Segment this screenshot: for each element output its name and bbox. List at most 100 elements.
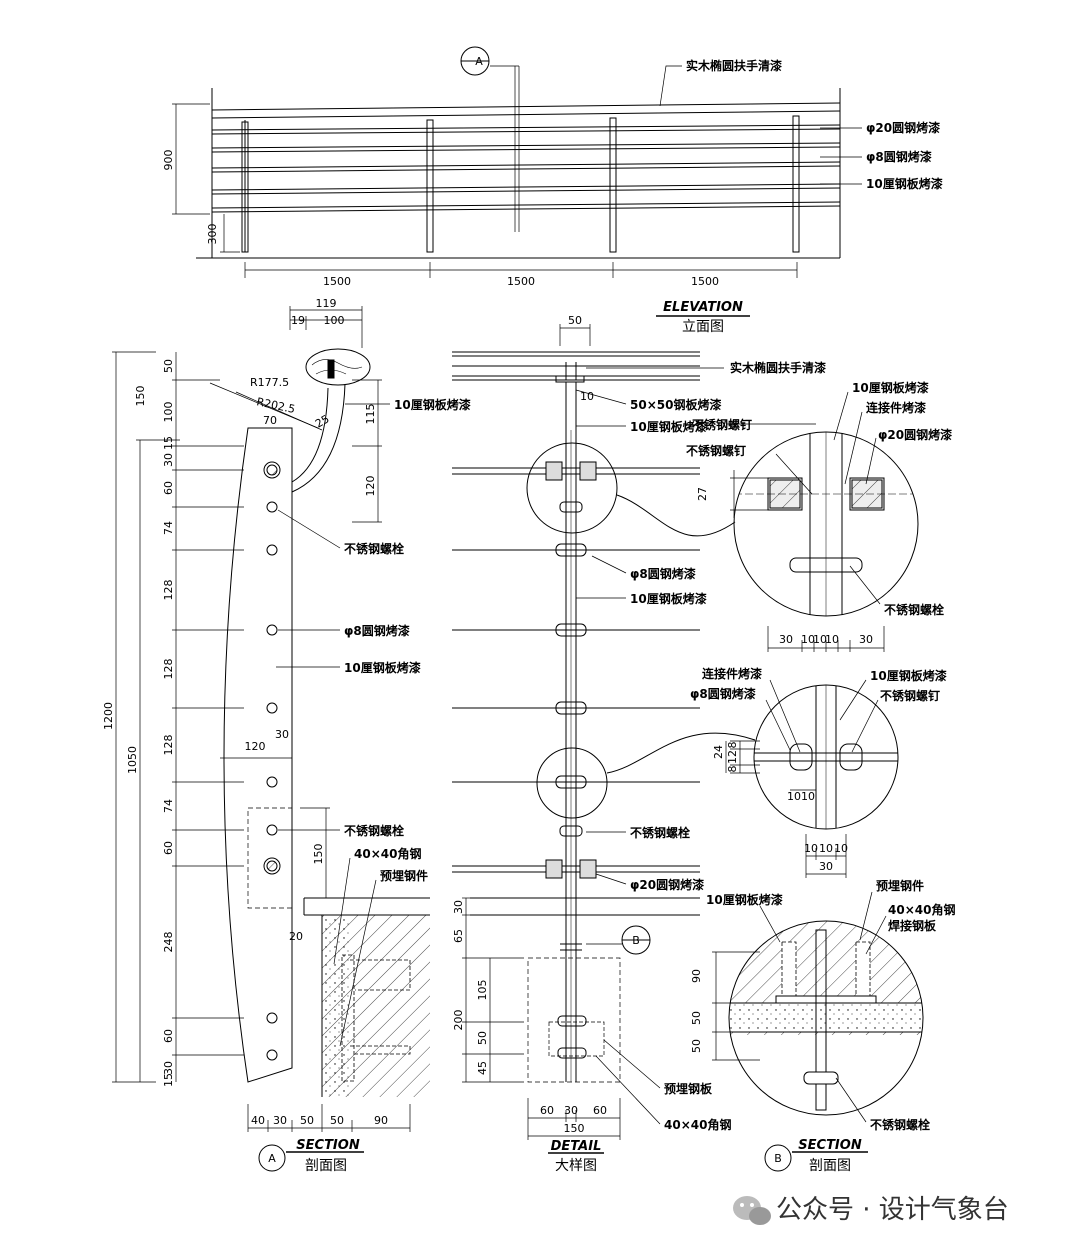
callout-2-view xyxy=(725,679,899,878)
svg-text:15: 15 xyxy=(162,1073,175,1087)
svg-text:10: 10 xyxy=(813,633,827,646)
svg-text:25: 25 xyxy=(313,412,332,430)
svg-text:150: 150 xyxy=(312,844,325,865)
svg-text:预埋钢件: 预埋钢件 xyxy=(876,878,924,893)
svg-text:10厘钢板烤漆: 10厘钢板烤漆 xyxy=(870,668,947,683)
detail-text: 50 10 实木椭圆扶手清漆 50×50钢板烤漆 10厘钢板烤漆 φ8圆钢烤漆 … xyxy=(452,314,826,1174)
section-a-text: 119 19 100 R177.5 R202.5 25 70 120 30 20… xyxy=(102,297,471,1174)
bolt-hole xyxy=(266,544,278,556)
callout-1-view xyxy=(726,391,919,652)
svg-text:50×50钢板烤漆: 50×50钢板烤漆 xyxy=(630,397,721,412)
svg-text:10厘钢板烤漆: 10厘钢板烤漆 xyxy=(344,660,421,675)
svg-text:100: 100 xyxy=(162,402,175,423)
svg-text:50: 50 xyxy=(690,1011,703,1025)
svg-text:10: 10 xyxy=(834,842,848,855)
bolt-hole xyxy=(266,824,278,836)
svg-text:10: 10 xyxy=(580,390,594,403)
svg-text:50: 50 xyxy=(476,1031,489,1045)
svg-text:实木椭圆扶手清漆: 实木椭圆扶手清漆 xyxy=(730,360,826,375)
elevation-post xyxy=(609,117,617,253)
svg-text:10: 10 xyxy=(787,790,801,803)
svg-text:50: 50 xyxy=(300,1114,314,1127)
svg-text:60: 60 xyxy=(162,1029,175,1043)
svg-text:50: 50 xyxy=(568,314,582,327)
svg-text:B: B xyxy=(632,934,640,947)
svg-text:30: 30 xyxy=(452,900,465,914)
svg-text:20: 20 xyxy=(289,930,303,943)
svg-text:不锈钢螺钉: 不锈钢螺钉 xyxy=(686,443,746,458)
svg-text:70: 70 xyxy=(263,414,277,427)
svg-text:不锈钢螺栓: 不锈钢螺栓 xyxy=(344,823,404,838)
elevation-title-zh: 立面图 xyxy=(682,319,724,335)
svg-text:50: 50 xyxy=(162,359,175,373)
svg-text:128: 128 xyxy=(162,659,175,680)
svg-text:200: 200 xyxy=(452,1010,465,1031)
svg-text:30: 30 xyxy=(275,728,289,741)
svg-text:115: 115 xyxy=(364,404,377,425)
elevation-post xyxy=(241,120,249,253)
svg-text:15: 15 xyxy=(162,436,175,450)
svg-text:120: 120 xyxy=(364,476,377,497)
svg-text:1500: 1500 xyxy=(323,275,351,288)
bolt-hole xyxy=(266,776,278,788)
svg-text:60: 60 xyxy=(162,481,175,495)
svg-text:DETAIL: DETAIL xyxy=(551,1139,602,1154)
bolt-hatched-bottom xyxy=(263,857,281,875)
svg-text:SECTION: SECTION xyxy=(798,1138,862,1153)
wechat-icon xyxy=(733,1196,771,1225)
svg-text:10厘钢板烤漆: 10厘钢板烤漆 xyxy=(866,176,943,191)
svg-text:φ8圆钢烤漆: φ8圆钢烤漆 xyxy=(690,686,756,701)
svg-text:30: 30 xyxy=(564,1104,578,1117)
bolt-hole xyxy=(266,1012,278,1024)
watermark: 公众号 · 设计气象台 xyxy=(733,1195,1009,1225)
bolt-hole xyxy=(266,1049,278,1061)
svg-text:10厘钢板烤漆: 10厘钢板烤漆 xyxy=(394,397,471,412)
svg-text:30: 30 xyxy=(162,453,175,467)
svg-text:焊接钢板: 焊接钢板 xyxy=(888,918,937,933)
svg-text:φ20圆钢烤漆: φ20圆钢烤漆 xyxy=(866,120,940,135)
detail-view xyxy=(452,324,756,1154)
svg-text:10厘钢板烤漆: 10厘钢板烤漆 xyxy=(852,380,929,395)
svg-text:300: 300 xyxy=(206,224,219,245)
svg-text:248: 248 xyxy=(162,932,175,953)
elevation-text: A 实木椭圆扶手清漆 φ20圆钢烤漆 φ8圆钢烤漆 10厘钢板烤漆 900 30… xyxy=(162,55,943,335)
svg-text:10厘钢板烤漆: 10厘钢板烤漆 xyxy=(706,892,783,907)
svg-text:φ8圆钢烤漆: φ8圆钢烤漆 xyxy=(630,566,696,581)
svg-text:10: 10 xyxy=(804,842,818,855)
svg-text:90: 90 xyxy=(374,1114,388,1127)
svg-text:10: 10 xyxy=(801,790,815,803)
svg-text:φ8圆钢烤漆: φ8圆钢烤漆 xyxy=(344,623,410,638)
svg-text:10: 10 xyxy=(801,633,815,646)
bolt-hole xyxy=(266,624,278,636)
svg-text:50: 50 xyxy=(690,1039,703,1053)
svg-text:24: 24 xyxy=(712,745,725,759)
svg-text:40×40角钢: 40×40角钢 xyxy=(664,1117,731,1132)
svg-text:150: 150 xyxy=(134,386,147,407)
svg-text:连接件烤漆: 连接件烤漆 xyxy=(702,666,762,681)
svg-text:150: 150 xyxy=(564,1122,585,1135)
svg-text:119: 119 xyxy=(316,297,337,310)
section-b-view xyxy=(712,891,924,1172)
svg-text:A: A xyxy=(268,1152,276,1165)
svg-text:74: 74 xyxy=(162,799,175,813)
svg-text:10: 10 xyxy=(819,842,833,855)
svg-text:900: 900 xyxy=(162,150,175,171)
elevation-view xyxy=(172,46,862,317)
svg-text:40: 40 xyxy=(251,1114,265,1127)
svg-text:A: A xyxy=(475,55,483,68)
elevation-post xyxy=(792,115,800,253)
svg-text:45: 45 xyxy=(476,1061,489,1075)
svg-text:8: 8 xyxy=(726,742,739,749)
svg-text:50: 50 xyxy=(330,1114,344,1127)
svg-text:100: 100 xyxy=(324,314,345,327)
svg-text:65: 65 xyxy=(452,929,465,943)
svg-text:60: 60 xyxy=(162,841,175,855)
svg-text:R177.5: R177.5 xyxy=(250,376,289,389)
svg-text:R202.5: R202.5 xyxy=(255,395,296,416)
svg-text:128: 128 xyxy=(162,735,175,756)
bolt-hole xyxy=(266,702,278,714)
svg-text:128: 128 xyxy=(162,580,175,601)
svg-text:12: 12 xyxy=(726,750,739,764)
svg-text:40×40角钢: 40×40角钢 xyxy=(354,846,421,861)
